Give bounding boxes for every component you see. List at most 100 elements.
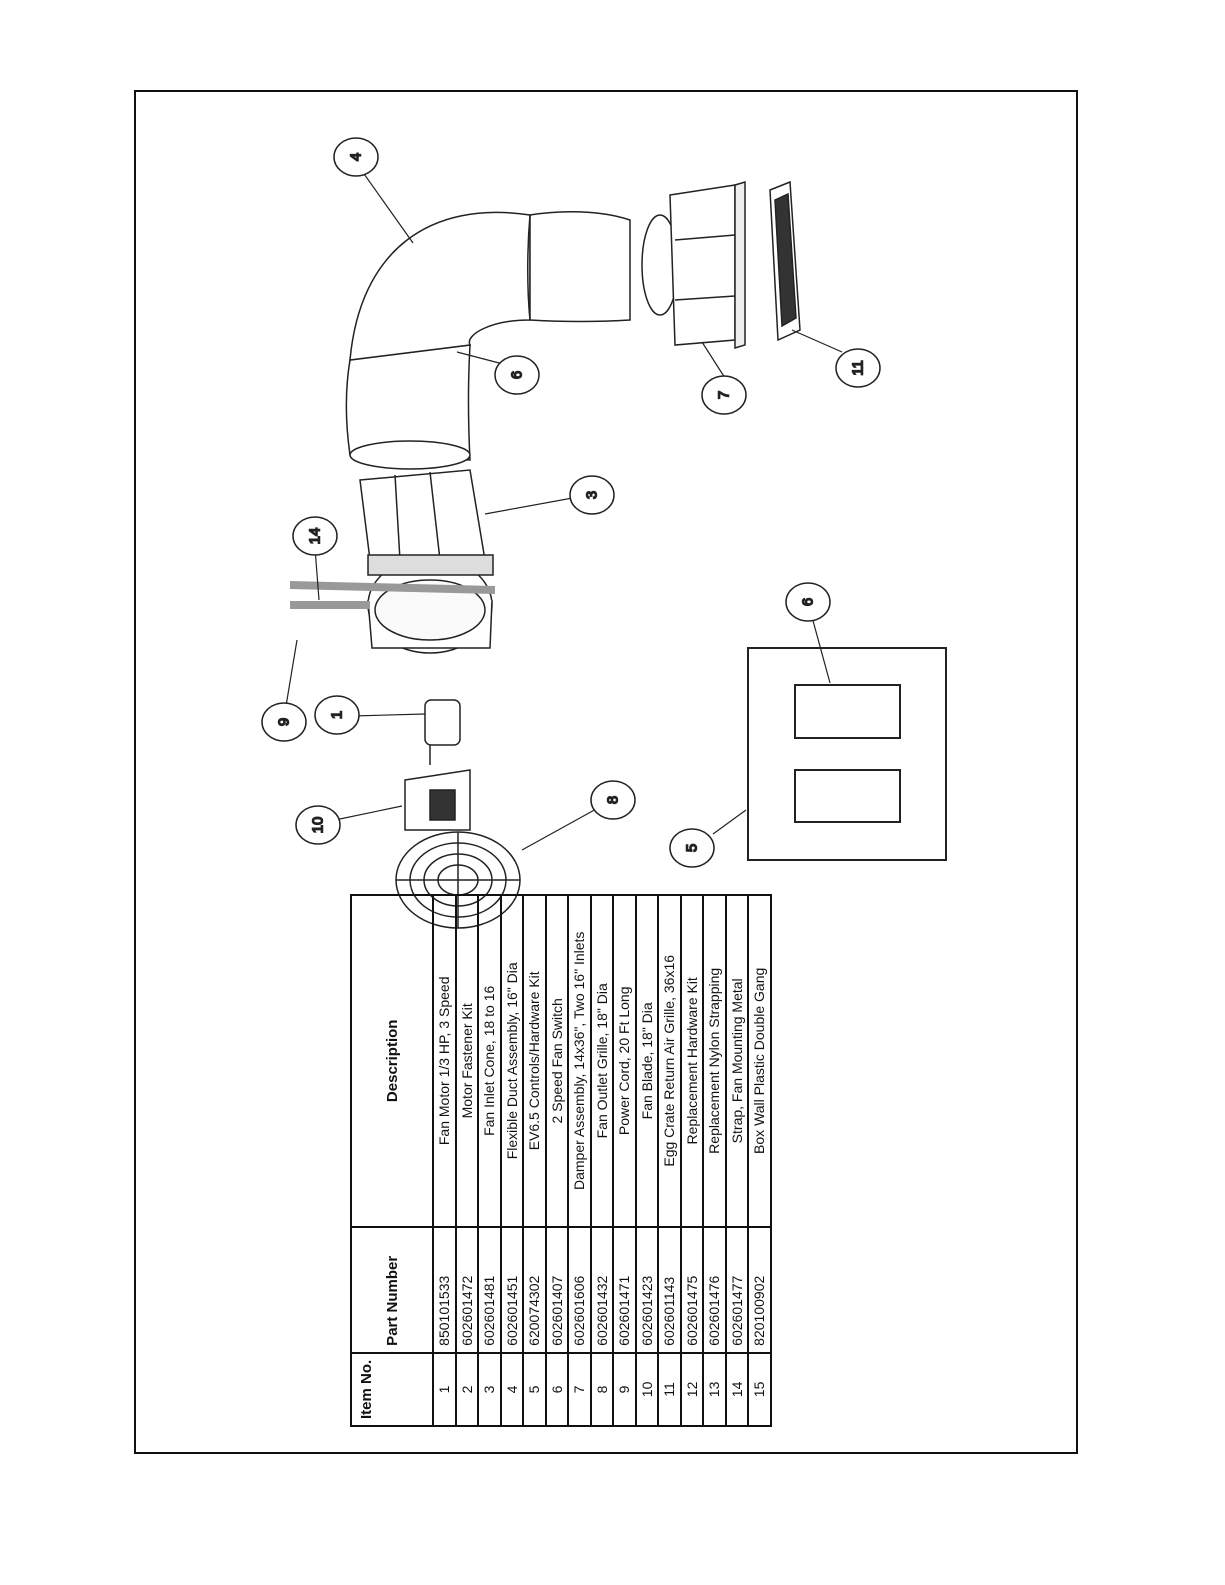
callout-7: 7	[701, 375, 747, 415]
cell-description: Damper Assembly, 14x36", Two 16" Inlets	[568, 894, 591, 1227]
cell-description: Fan Blade, 18" Dia	[635, 894, 658, 1227]
damper-assembly	[641, 180, 746, 350]
cell-description: Fan Inlet Cone, 18 to 16	[478, 894, 501, 1227]
cell-item-no: 8	[590, 1352, 613, 1426]
cell-description: Fan Outlet Grille, 18" Dia	[590, 894, 613, 1227]
cell-part-number: 602601423	[635, 1226, 658, 1353]
callout-4: 4	[333, 137, 379, 177]
fan-blade	[404, 769, 471, 831]
svg-text:6: 6	[800, 598, 817, 606]
cell-part-number: 602601407	[545, 1226, 568, 1353]
callout-10: 10	[295, 805, 341, 845]
callout-bubbles: 4 6 7 11 3 14 9 1	[261, 137, 881, 868]
cell-part-number: 602601143	[658, 1226, 681, 1353]
svg-text:14: 14	[307, 528, 324, 545]
callout-1: 1	[314, 695, 360, 735]
controls-box	[747, 647, 947, 861]
cell-description: Motor Fastener Kit	[455, 894, 478, 1227]
svg-text:4: 4	[348, 153, 365, 161]
cell-item-no: 5	[523, 1352, 546, 1426]
cell-description: Power Cord, 20 Ft Long	[613, 894, 636, 1227]
callout-14: 14	[292, 516, 338, 556]
flexible-duct	[345, 211, 631, 470]
cell-description: Replacement Hardware Kit	[680, 894, 703, 1227]
cell-part-number: 820100902	[748, 1226, 771, 1353]
cell-description: Flexible Duct Assembly, 16" Dia	[500, 894, 523, 1227]
callout-5: 5	[669, 828, 715, 868]
fan-outlet-grille	[395, 831, 521, 929]
cell-part-number: 602601472	[455, 1226, 478, 1353]
cell-description: EV6.5 Controls/Hardware Kit	[523, 894, 546, 1227]
callout-6-duct: 6	[494, 355, 540, 395]
svg-text:3: 3	[584, 491, 601, 499]
cell-item-no: 2	[455, 1352, 478, 1426]
callout-11: 11	[835, 348, 881, 388]
cell-description: Strap, Fan Mounting Metal	[725, 894, 748, 1227]
svg-text:11: 11	[850, 360, 867, 376]
cell-description: Egg Crate Return Air Grille, 36x16	[658, 894, 681, 1227]
header-description: Description	[351, 894, 433, 1227]
callout-3: 3	[569, 475, 615, 515]
cell-item-no: 13	[703, 1352, 726, 1426]
cell-item-no: 14	[725, 1352, 748, 1426]
cell-description: Box Wall Plastic Double Gang	[748, 894, 771, 1227]
svg-text:7: 7	[716, 391, 733, 399]
callout-6-box: 6	[785, 582, 831, 622]
cell-item-no: 4	[500, 1352, 523, 1426]
drawing-frame	[134, 90, 1078, 1454]
cell-part-number: 602601481	[478, 1226, 501, 1353]
cell-part-number: 602601432	[590, 1226, 613, 1353]
header-part-number: Part Number	[351, 1226, 433, 1353]
cell-item-no: 12	[680, 1352, 703, 1426]
fan-motor	[424, 699, 461, 765]
fan-housing	[367, 554, 494, 654]
svg-text:10: 10	[310, 817, 327, 834]
cell-part-number: 620074302	[523, 1226, 546, 1353]
cell-item-no: 10	[635, 1352, 658, 1426]
cell-part-number: 850101533	[433, 1226, 456, 1353]
cell-part-number: 602601477	[725, 1226, 748, 1353]
svg-text:1: 1	[329, 711, 346, 719]
svg-text:6: 6	[509, 371, 526, 379]
mounting-straps	[289, 581, 496, 609]
cell-part-number: 602601475	[680, 1226, 703, 1353]
svg-text:5: 5	[684, 844, 701, 852]
cell-part-number: 602601471	[613, 1226, 636, 1353]
svg-text:8: 8	[605, 796, 622, 804]
return-air-grille	[769, 180, 801, 342]
cell-item-no: 6	[545, 1352, 568, 1426]
cell-part-number: 602601476	[703, 1226, 726, 1353]
callout-8: 8	[590, 780, 636, 820]
callout-9: 9	[261, 702, 307, 742]
table-header-row: Item No. Part Number Description	[351, 894, 433, 1426]
cell-description: Fan Motor 1/3 HP, 3 Speed	[433, 894, 456, 1227]
leader-lines	[285, 170, 843, 851]
cell-item-no: 11	[658, 1352, 681, 1426]
inlet-cone	[359, 469, 486, 561]
cell-item-no: 9	[613, 1352, 636, 1426]
cell-part-number: 602601606	[568, 1226, 591, 1353]
header-item-no: Item No.	[351, 1352, 433, 1426]
cell-description: Replacement Nylon Strapping	[703, 894, 726, 1227]
cell-part-number: 602601451	[500, 1226, 523, 1353]
cell-item-no: 1	[433, 1352, 456, 1426]
cell-item-no: 15	[748, 1352, 771, 1426]
